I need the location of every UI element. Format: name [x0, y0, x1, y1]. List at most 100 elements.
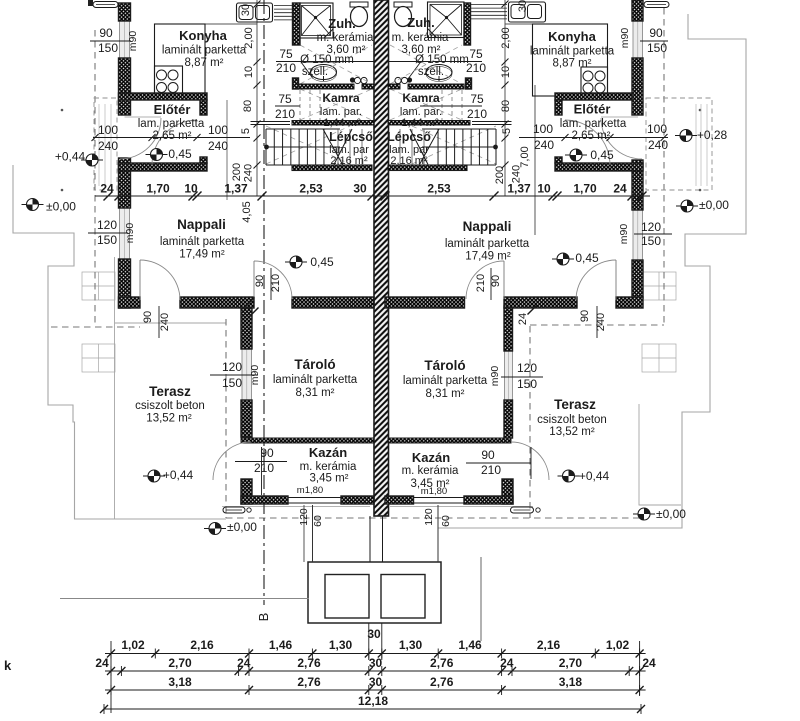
svg-text:30: 30	[367, 627, 381, 641]
svg-text:lam. par.: lam. par.	[400, 106, 442, 118]
svg-text:laminált parketta: laminált parketta	[160, 236, 245, 248]
svg-text:3,18: 3,18	[168, 675, 192, 689]
svg-text:Terasz: Terasz	[149, 384, 191, 399]
svg-text:210: 210	[276, 61, 296, 75]
svg-text:5: 5	[240, 128, 252, 134]
svg-text:240: 240	[159, 313, 171, 331]
svg-text:lam. par: lam. par	[389, 144, 429, 156]
svg-text:±0,00: ±0,00	[699, 198, 729, 212]
svg-text:3,18: 3,18	[559, 675, 583, 689]
svg-text:10: 10	[184, 182, 198, 196]
svg-text:3,45 m²: 3,45 m²	[310, 473, 349, 485]
svg-text:200: 200	[494, 166, 506, 184]
svg-text:1,02: 1,02	[606, 638, 630, 652]
svg-text:m. kerámia: m. kerámia	[317, 32, 374, 44]
svg-text:laminált parketta: laminált parketta	[445, 238, 530, 250]
svg-text:10: 10	[243, 66, 255, 78]
svg-text:1,70: 1,70	[573, 182, 597, 196]
svg-text:m. kerámia: m. kerámia	[300, 461, 357, 473]
svg-text:Zuh.: Zuh.	[407, 15, 434, 30]
svg-text:1,46: 1,46	[269, 638, 293, 652]
svg-text:210: 210	[481, 463, 501, 477]
svg-text:m90: m90	[619, 28, 631, 49]
svg-text:30: 30	[353, 182, 367, 196]
svg-text:30: 30	[369, 656, 383, 670]
svg-text:laminált parketta: laminált parketta	[403, 375, 488, 387]
svg-text:szell.: szell.	[418, 66, 444, 78]
svg-text:1,30: 1,30	[399, 638, 423, 652]
svg-text:Konyha: Konyha	[179, 28, 227, 43]
svg-text:120: 120	[641, 220, 661, 234]
svg-text:2,65 m²: 2,65 m²	[572, 130, 611, 142]
svg-text:laminált parketta: laminált parketta	[273, 374, 358, 386]
svg-text:30: 30	[369, 675, 383, 689]
svg-text:90: 90	[649, 26, 663, 40]
svg-text:+0,28: +0,28	[697, 128, 728, 142]
svg-text:Kazán: Kazán	[309, 445, 347, 460]
svg-text:200: 200	[231, 163, 243, 181]
svg-text:4,05: 4,05	[241, 201, 253, 222]
svg-text:Nappali: Nappali	[463, 219, 512, 234]
svg-text:120: 120	[423, 508, 435, 526]
svg-text:0,45: 0,45	[168, 147, 192, 161]
svg-text:2,16: 2,16	[537, 638, 561, 652]
svg-text:210: 210	[467, 107, 487, 121]
svg-text:1,44 m²: 1,44 m²	[323, 117, 361, 129]
svg-text:240: 240	[511, 165, 523, 183]
svg-text:laminált parketta: laminált parketta	[162, 45, 247, 57]
svg-text:100: 100	[98, 123, 118, 137]
svg-text:60: 60	[440, 515, 452, 527]
svg-text:m90: m90	[127, 31, 139, 52]
svg-text:210: 210	[270, 274, 282, 292]
svg-text:150: 150	[97, 233, 117, 247]
svg-text:3,45 m²: 3,45 m²	[411, 478, 450, 490]
svg-text:90: 90	[490, 275, 502, 287]
svg-text:240: 240	[243, 164, 255, 182]
svg-text:m90: m90	[124, 223, 136, 244]
svg-text:2,65 m²: 2,65 m²	[153, 130, 192, 142]
svg-text:13,52 m²: 13,52 m²	[549, 426, 595, 438]
svg-text:240: 240	[648, 138, 668, 152]
svg-text:24: 24	[517, 313, 529, 325]
svg-text:lam. par: lam. par	[329, 144, 369, 156]
svg-text:+0,44: +0,44	[163, 468, 194, 482]
svg-text:Tároló: Tároló	[424, 358, 465, 373]
svg-text:5: 5	[501, 128, 513, 134]
svg-text:8,31 m²: 8,31 m²	[296, 387, 335, 399]
svg-text:m. kerámia: m. kerámia	[392, 32, 449, 44]
svg-text:3,60 m²: 3,60 m²	[402, 44, 441, 56]
svg-text:Kamra: Kamra	[402, 91, 440, 105]
svg-text:k: k	[4, 658, 12, 673]
svg-text:90: 90	[579, 310, 591, 322]
svg-text:24: 24	[500, 656, 514, 670]
svg-text:lam. par.: lam. par.	[320, 106, 362, 118]
svg-text:90: 90	[99, 26, 113, 40]
svg-text:24: 24	[237, 656, 251, 670]
svg-text:Előtér: Előtér	[574, 102, 611, 117]
svg-text:lam. parketta: lam. parketta	[138, 118, 205, 130]
svg-text:2,00: 2,00	[243, 27, 255, 48]
svg-text:Konyha: Konyha	[548, 29, 596, 44]
svg-text:150: 150	[98, 41, 118, 55]
svg-text:1,37: 1,37	[507, 182, 531, 196]
svg-text:0,45: 0,45	[590, 148, 614, 162]
svg-text:120: 120	[517, 361, 537, 375]
svg-text:8,87 m²: 8,87 m²	[185, 57, 224, 69]
svg-text:75: 75	[278, 92, 292, 106]
svg-text:1,46: 1,46	[458, 638, 482, 652]
svg-text:24: 24	[642, 656, 656, 670]
svg-text:m. kerámia: m. kerámia	[402, 465, 459, 477]
svg-text:csiszolt beton: csiszolt beton	[135, 400, 205, 412]
svg-text:2,53: 2,53	[427, 182, 451, 196]
svg-text:laminált parketta: laminált parketta	[530, 46, 615, 58]
svg-text:150: 150	[647, 41, 667, 55]
svg-text:±0,00: ±0,00	[656, 507, 686, 521]
svg-text:1,70: 1,70	[146, 182, 170, 196]
svg-text:2,76: 2,76	[430, 675, 454, 689]
svg-text:8,87 m²: 8,87 m²	[553, 58, 592, 70]
svg-text:3,60 m²: 3,60 m²	[327, 44, 366, 56]
svg-text:10: 10	[537, 182, 551, 196]
svg-text:80: 80	[242, 100, 254, 112]
svg-text:13,52 m²: 13,52 m²	[146, 413, 192, 425]
svg-text:2,76: 2,76	[297, 656, 321, 670]
